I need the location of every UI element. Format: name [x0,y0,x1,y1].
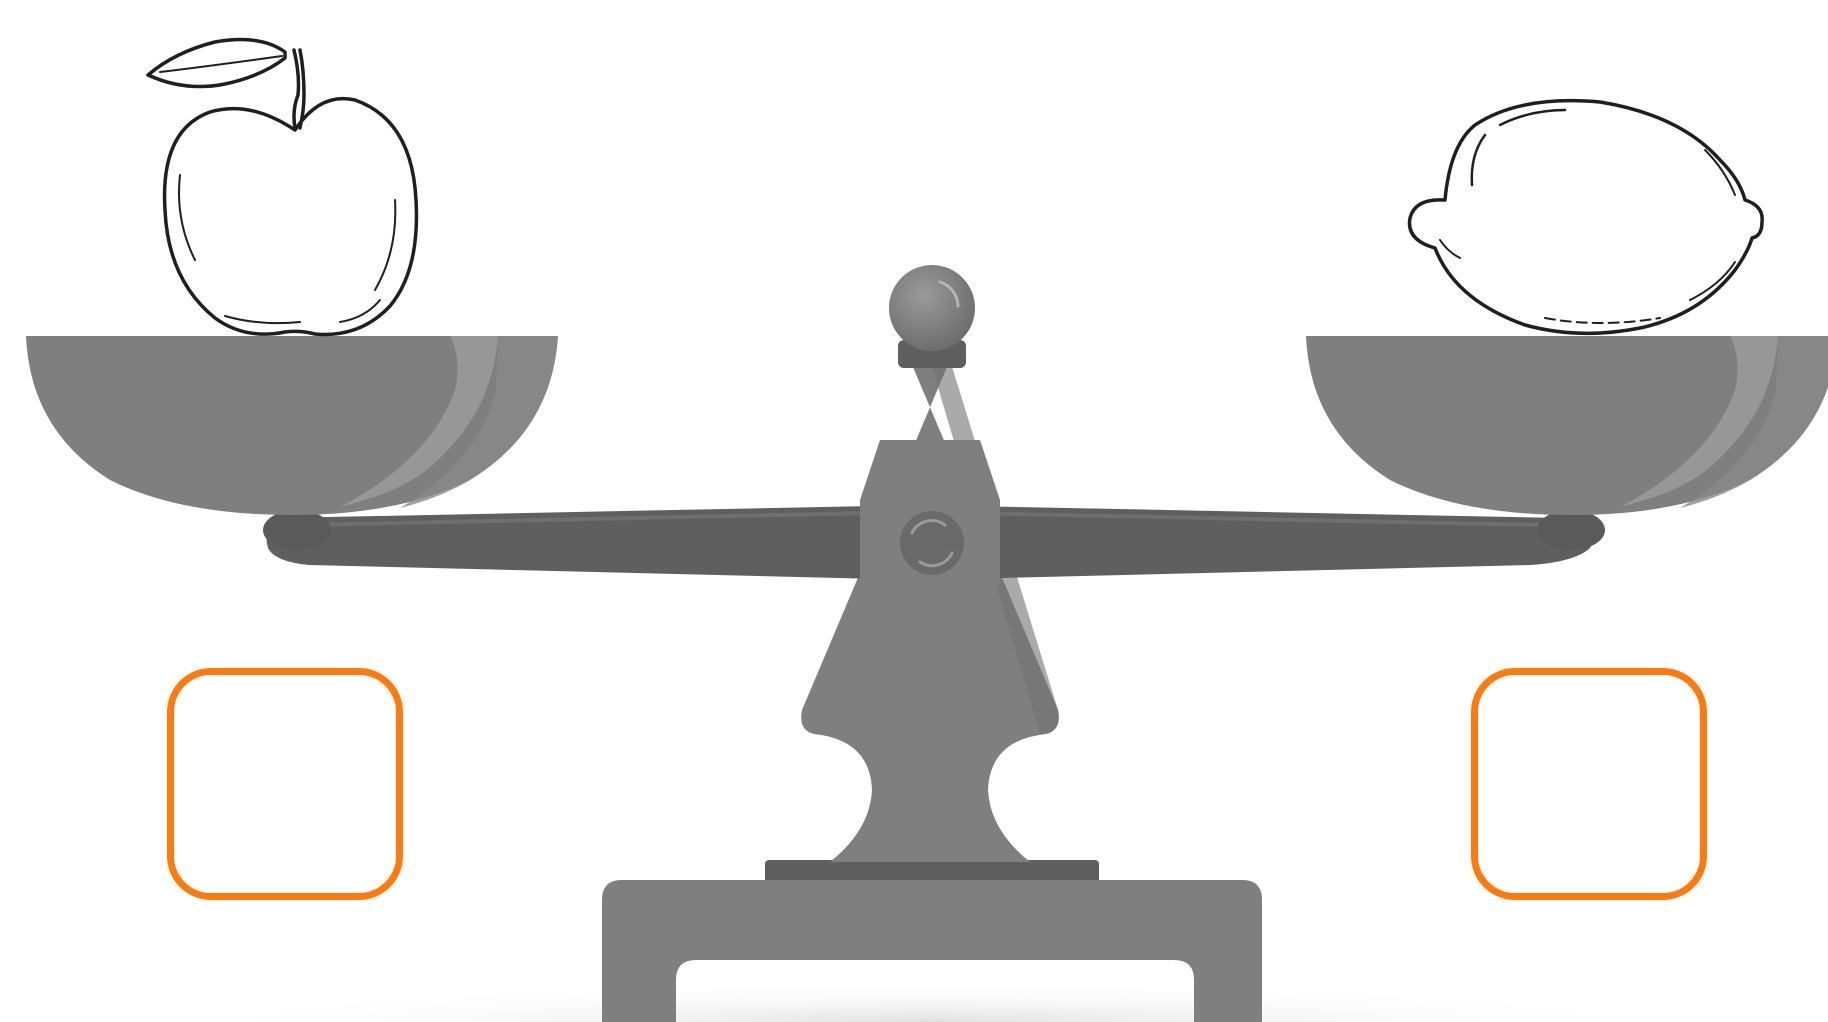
right-answer-box[interactable] [1471,668,1707,900]
left-answer-box[interactable] [167,668,403,900]
right-pan [1306,336,1828,515]
apple-icon [148,40,416,335]
top-knob [889,265,975,368]
pivot-screw [900,511,964,575]
lemon-icon [1410,101,1763,334]
left-pan [26,336,558,515]
floor-shadow [170,982,1690,1022]
scale-pillar [801,360,1059,862]
